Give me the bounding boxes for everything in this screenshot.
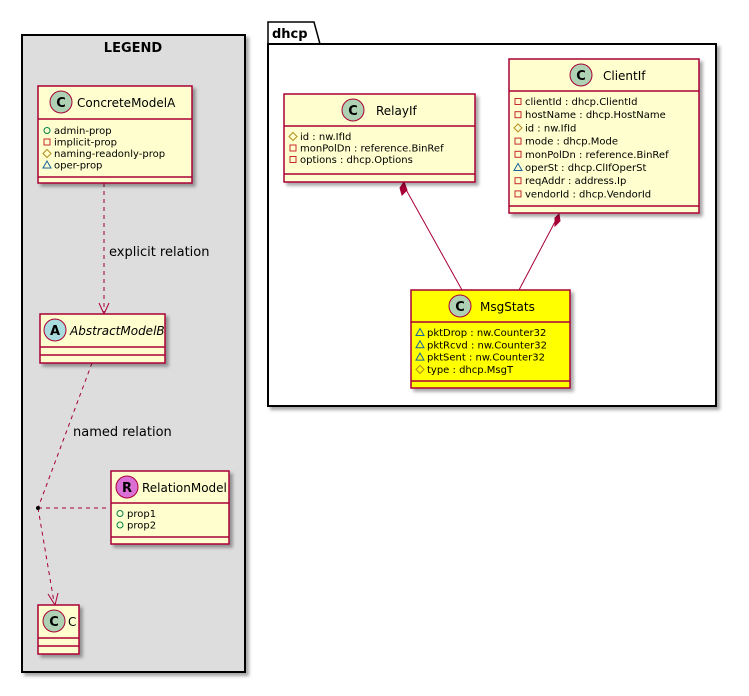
attribute-text: reqAddr : address.Ip [525, 176, 626, 187]
attribute-text: id : nw.IfId [525, 123, 576, 134]
class-stereotype-letter: R [122, 481, 132, 496]
explicit-relation-label: explicit relation [109, 245, 209, 260]
class-stereotype-letter: C [455, 300, 465, 315]
attribute-text: oper-prop [54, 161, 102, 172]
class-stereotype-icon [49, 90, 73, 114]
class-concrete-model-a[interactable]: C ConcreteModelA admin-propimplicit-prop… [37, 85, 193, 184]
class-name: MsgStats [480, 300, 535, 314]
attribute-text: mode : dhcp.Mode [525, 137, 618, 148]
package-visibility-icon [415, 352, 425, 361]
class-name: RelationModel [142, 481, 227, 495]
class-name: AbstractModelB [69, 324, 165, 338]
class-name: C [68, 615, 76, 629]
attribute-text: admin-prop [54, 126, 112, 137]
attribute-text: pktDrop : nw.Counter32 [427, 328, 546, 339]
class-stereotype-letter: C [56, 96, 66, 111]
private-visibility-icon [514, 111, 522, 119]
private-visibility-icon [514, 150, 522, 158]
class-name: ClientIf [603, 69, 646, 83]
attribute-text: clientId : dhcp.ClientId [525, 97, 637, 108]
package-visibility-icon [415, 327, 425, 336]
protected-visibility-icon [288, 131, 298, 142]
attr-list: clientId : dhcp.ClientId hostName : dhcp.… [513, 97, 669, 200]
private-visibility-icon [289, 144, 297, 152]
package-visibility-icon [513, 162, 523, 171]
attribute-text: operSt : dhcp.ClIfOperSt [525, 163, 646, 174]
public-visibility-icon [116, 510, 124, 517]
private-visibility-icon [289, 156, 297, 163]
attribute-text: vendorId : dhcp.VendorId [525, 189, 651, 200]
attribute-text: monPolDn : reference.BinRef [300, 144, 444, 155]
public-visibility-icon [43, 127, 51, 134]
class-client-if[interactable]: C ClientIf clientId : dhcp.ClientId hostN… [508, 58, 700, 214]
class-stereotype-letter: A [50, 324, 60, 339]
private-visibility-icon [514, 98, 522, 105]
named-relation-label: named relation [73, 425, 172, 440]
private-visibility-icon [514, 137, 522, 145]
attribute-text: monPolDn : reference.BinRef [525, 150, 669, 161]
class-stereotype-letter: C [49, 615, 59, 630]
class-stereotype-icon [341, 98, 365, 122]
protected-visibility-icon [42, 148, 52, 159]
attr-list: admin-propimplicit-propnaming-readonly-p… [42, 126, 165, 172]
attribute-text: prop1 [127, 509, 156, 520]
attribute-text: options : dhcp.Options [300, 155, 413, 166]
relay-msgstats-composition [399, 180, 463, 291]
package-visibility-icon [415, 339, 425, 349]
attribute-text: hostName : dhcp.HostName [525, 110, 666, 121]
class-stereotype-icon [115, 475, 139, 499]
legend-title: LEGEND [104, 41, 163, 56]
class-c[interactable]: C C [37, 604, 80, 655]
public-visibility-icon [116, 521, 124, 529]
class-stereotype-icon [448, 294, 472, 318]
class-name: RelayIf [376, 104, 418, 118]
class-name: ConcreteModelA [77, 96, 176, 110]
private-visibility-icon [514, 177, 522, 185]
class-stereotype-icon [569, 63, 593, 87]
attribute-text: implicit-prop [54, 138, 117, 149]
protected-visibility-icon [513, 123, 523, 133]
class-stereotype-icon [42, 609, 66, 633]
class-msgstats[interactable]: C MsgStats pktDrop : nw.Counter32pktRcvd… [410, 289, 571, 389]
attribute-text: pktRcvd : nw.Counter32 [427, 340, 547, 351]
class-stereotype-letter: C [576, 69, 586, 84]
attribute-text: pktSent : nw.Counter32 [427, 353, 545, 364]
client-msgstats-composition [518, 212, 561, 291]
attribute-text: prop2 [127, 521, 156, 532]
attribute-text: naming-readonly-prop [54, 149, 165, 160]
class-abstract-model-b[interactable]: A AbstractModelB [39, 313, 166, 364]
attribute-text: id : nw.IfId [300, 132, 351, 143]
class-stereotype-letter: C [348, 104, 358, 119]
class-stereotype-icon [43, 318, 67, 342]
private-visibility-icon [43, 138, 51, 146]
protected-visibility-icon [415, 364, 425, 375]
attribute-text: type : dhcp.MsgT [427, 365, 514, 376]
association-dot [36, 506, 40, 510]
private-visibility-icon [514, 190, 522, 198]
package-name: dhcp [272, 27, 308, 42]
package-visibility-icon [42, 159, 52, 169]
